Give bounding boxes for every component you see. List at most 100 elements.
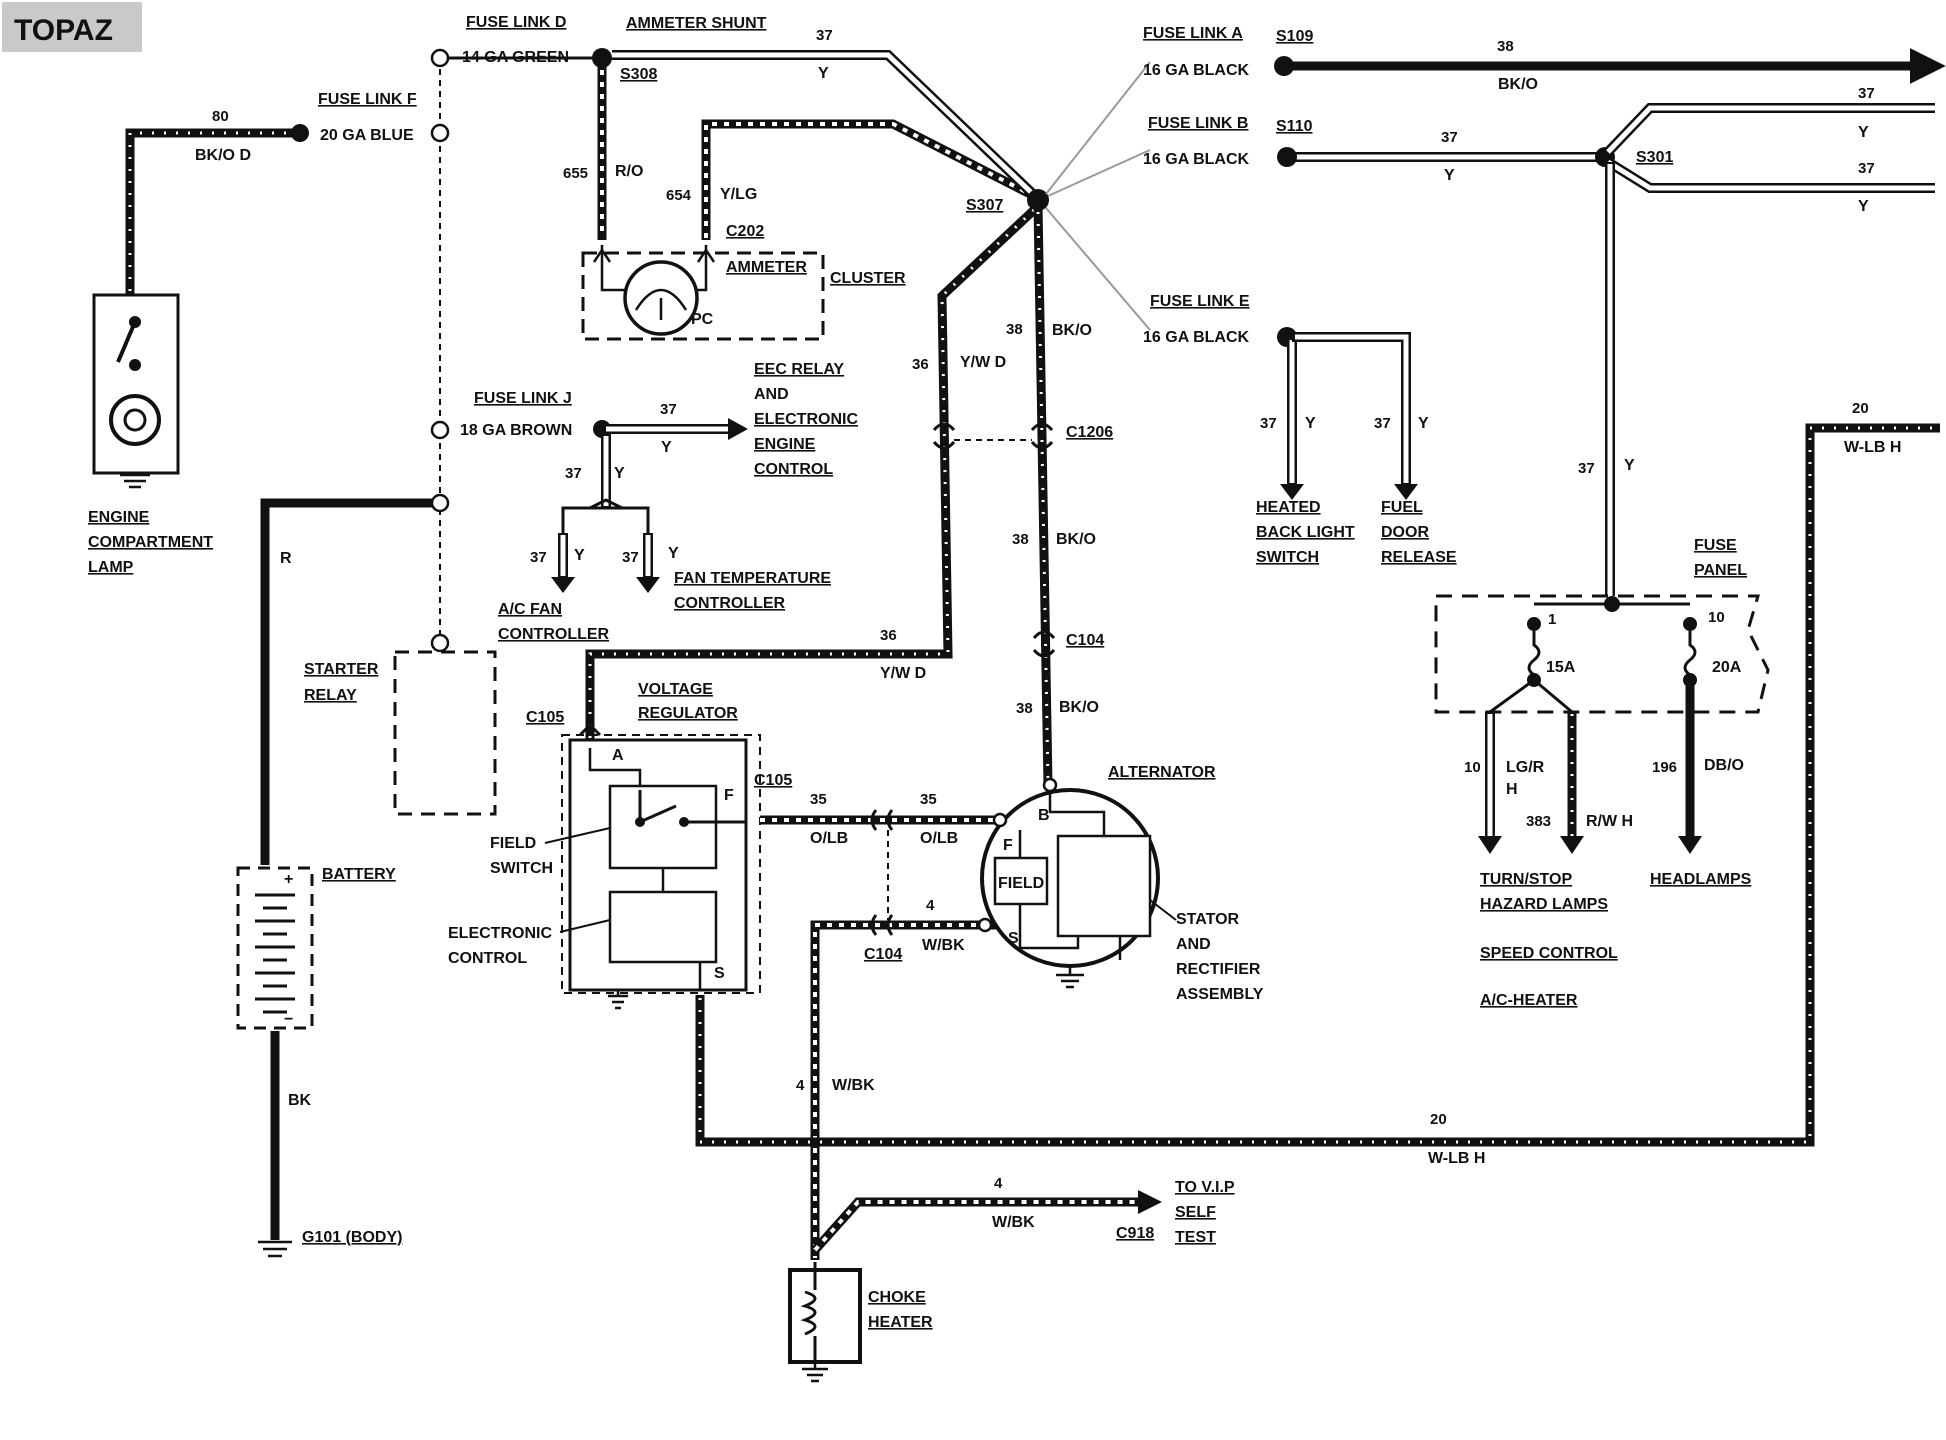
stator-label-1: STATOR bbox=[1176, 911, 1240, 928]
wire-37-shunt-b bbox=[612, 52, 1038, 199]
fuse-link-f-terminal bbox=[430, 123, 450, 143]
wire-37-s110-color: Y bbox=[1444, 167, 1455, 184]
fuse-20a-label: 20A bbox=[1712, 659, 1742, 676]
heated-arrow-icon bbox=[1280, 484, 1304, 500]
c104-label-top: C104 bbox=[1066, 632, 1104, 649]
wire-38-alt-color-3: BK/O bbox=[1059, 699, 1099, 716]
wire-4-color-1: W/BK bbox=[922, 937, 965, 954]
wire-4-vip-color: W/BK bbox=[992, 1214, 1035, 1231]
electronic-control-pointer bbox=[559, 919, 611, 933]
fuse-link-a-spec: 16 GA BLACK bbox=[1143, 62, 1250, 79]
fuse-link-j-terminal bbox=[430, 420, 450, 440]
c104-connector-top bbox=[1032, 630, 1056, 658]
headlamps-arrow-icon bbox=[1678, 836, 1702, 854]
fuse-link-e-spec: 16 GA BLACK bbox=[1143, 329, 1250, 346]
cluster-label: CLUSTER bbox=[830, 270, 906, 287]
fantemp-label-2: CONTROLLER bbox=[674, 595, 786, 612]
ground-label: G101 (BODY) bbox=[302, 1229, 402, 1246]
field-switch-box bbox=[608, 784, 718, 870]
engine-lamp-label-2: COMPARTMENT bbox=[88, 534, 213, 551]
fuse-link-f-label: FUSE LINK F bbox=[318, 91, 417, 108]
s307-label: S307 bbox=[966, 197, 1003, 214]
s307-splice bbox=[1027, 189, 1049, 211]
wire-36-circuit-upper: 36 bbox=[912, 356, 929, 373]
fuse-10-label: 10 bbox=[1708, 609, 1725, 626]
battery-cells-icon bbox=[255, 893, 295, 1014]
alternator-field-label: FIELD bbox=[998, 875, 1044, 892]
wire-37-fusepanel-color: Y bbox=[1624, 457, 1635, 474]
wire-38-alt-circuit-2: 38 bbox=[1012, 531, 1029, 548]
fuse-link-d-terminal bbox=[430, 48, 450, 68]
s110-splice bbox=[1277, 147, 1297, 167]
wire-4-circuit-2: 4 bbox=[796, 1077, 805, 1094]
fuse-link-f-splice bbox=[291, 124, 309, 142]
choke-ground-icon bbox=[802, 1362, 828, 1383]
pc-label: PC bbox=[691, 311, 714, 328]
engine-lamp-label-3: LAMP bbox=[88, 559, 134, 576]
engine-lamp-ground-icon bbox=[120, 473, 150, 489]
turn-stop-label-1: TURN/STOP bbox=[1480, 871, 1572, 888]
choke-heater-box bbox=[788, 1268, 862, 1364]
wire-37-fan-drop-circuit: 37 bbox=[565, 465, 582, 482]
wire-36-color-upper: Y/W D bbox=[960, 354, 1006, 371]
c202-label: C202 bbox=[726, 223, 764, 240]
acfan-arrow-icon bbox=[551, 577, 575, 593]
alternator-f-label: F bbox=[1003, 837, 1013, 854]
eec-arrow-icon bbox=[728, 418, 748, 440]
hazard-arrow-icon bbox=[1560, 836, 1584, 854]
wire-36 bbox=[585, 206, 1038, 742]
fuse-20a-icon bbox=[1683, 631, 1697, 677]
battery-bus-terminal bbox=[430, 493, 450, 513]
field-switch-label-1: FIELD bbox=[490, 835, 536, 852]
wire-37-fantemp-color: Y bbox=[668, 545, 679, 562]
s308-label: S308 bbox=[620, 66, 657, 83]
fuse-15a-fork bbox=[1489, 678, 1573, 714]
wire-20-color-2: W-LB H bbox=[1844, 439, 1901, 456]
ac-heater-label: A/C-HEATER bbox=[1480, 992, 1578, 1009]
fuse-1-label: 1 bbox=[1548, 611, 1556, 628]
regulator-ground-icon bbox=[608, 990, 628, 1010]
fuse-panel-label-1: FUSE bbox=[1694, 537, 1737, 554]
wire-4-stripe bbox=[813, 923, 1000, 1258]
battery-plus-terminal: + bbox=[284, 871, 293, 888]
field-switch-pivot-icon bbox=[635, 817, 645, 827]
title-badge bbox=[2, 2, 142, 52]
voltage-regulator-label-2: REGULATOR bbox=[638, 705, 738, 722]
stator-label-2: AND bbox=[1176, 936, 1211, 953]
regulator-terminal-a: A bbox=[612, 747, 624, 764]
wire-4-color-2: W/BK bbox=[832, 1077, 875, 1094]
choke-heater-label-1: CHOKE bbox=[868, 1289, 926, 1306]
electronic-control-label-1: ELECTRONIC bbox=[448, 925, 552, 942]
eec-relay-label-2: AND bbox=[754, 386, 789, 403]
fuse-link-j-spec: 18 GA BROWN bbox=[460, 422, 572, 439]
choke-heater-coil-icon bbox=[800, 1262, 817, 1360]
regulator-dashed-box bbox=[561, 734, 761, 994]
choke-heater-label-2: HEATER bbox=[868, 1314, 933, 1331]
fantemp-label-1: FAN TEMPERATURE bbox=[674, 570, 831, 587]
fantemp-arrow-icon bbox=[636, 577, 660, 593]
fuse-link-e-label: FUSE LINK E bbox=[1150, 293, 1250, 310]
alternator-s-label: S bbox=[1008, 930, 1019, 947]
engine-lamp-filament-icon bbox=[123, 408, 147, 432]
eec-relay-label-5: CONTROL bbox=[754, 461, 833, 478]
c105-top-connector bbox=[578, 722, 602, 737]
alternator-s-terminal bbox=[977, 917, 993, 933]
wire-80-color: BK/O D bbox=[195, 147, 251, 164]
regulator-terminal-f: F bbox=[724, 787, 734, 804]
starter-relay-terminal bbox=[430, 633, 450, 653]
c104-label-low: C104 bbox=[864, 946, 902, 963]
alternator-b-terminal bbox=[1042, 777, 1058, 793]
fan-fork bbox=[561, 498, 650, 533]
regulator-terminal-s: S bbox=[714, 965, 725, 982]
wire-20 bbox=[695, 423, 1940, 1147]
vip-label-3: TEST bbox=[1175, 1229, 1216, 1246]
wire-37-upper-circuit: 37 bbox=[1858, 85, 1875, 102]
s307-fuse-a-fan bbox=[1045, 61, 1151, 331]
wire-37-shunt-color: Y bbox=[818, 65, 829, 82]
headlamps-label: HEADLAMPS bbox=[1650, 871, 1752, 888]
s301-label: S301 bbox=[1636, 149, 1673, 166]
battery-label: BATTERY bbox=[322, 866, 396, 883]
wire-20-dots bbox=[698, 426, 1940, 1144]
starter-relay-box bbox=[393, 650, 497, 816]
wire-38-color: BK/O bbox=[1498, 76, 1538, 93]
